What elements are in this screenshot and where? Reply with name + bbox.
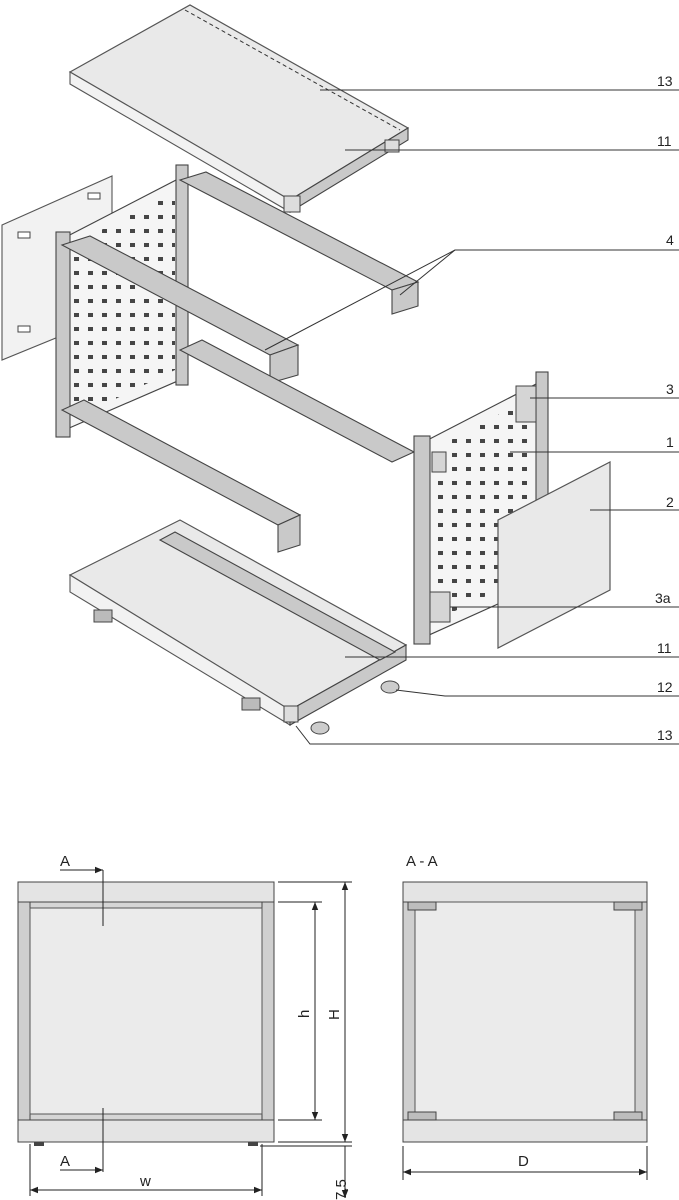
foot-left — [310, 721, 330, 735]
callout-side-frame-1: 1 — [666, 434, 674, 450]
callout-bottom-shelf-11: 11 — [657, 640, 672, 656]
section-marker-top: A — [60, 853, 70, 870]
section-view: A - A D — [402, 853, 648, 1180]
dim-foot-label: 7,5 — [333, 1179, 350, 1200]
dim-H-label: H — [326, 1009, 343, 1020]
right-cover-panel — [497, 461, 611, 649]
rails — [60, 171, 420, 553]
dim-D-label: D — [518, 1153, 529, 1170]
callout-bracket-3a: 3a — [655, 590, 671, 606]
foot-right — [380, 680, 400, 694]
callout-bracket-3: 3 — [666, 381, 674, 397]
callout-bottom-shelf-13: 13 — [657, 727, 673, 743]
front-view: A A h H 7,5 w — [17, 853, 352, 1200]
dim-w-label: w — [139, 1173, 151, 1190]
dim-h-label: h — [296, 1010, 313, 1018]
callout-rails-4: 4 — [666, 232, 674, 248]
callout-top-shelf-13: 13 — [657, 73, 673, 89]
top-shelf — [68, 4, 410, 213]
section-marker-bottom: A — [60, 1153, 70, 1170]
callout-top-shelf-11: 11 — [657, 133, 672, 149]
callout-side-panel-2: 2 — [666, 494, 674, 510]
bracket-bottom — [429, 591, 451, 623]
bottom-shelf — [68, 519, 408, 726]
exploded-view: 13 11 4 3 1 2 3a 11 12 13 — [1, 4, 679, 745]
leader-lines — [264, 89, 679, 745]
bracket-top — [515, 385, 537, 423]
section-title: A - A — [406, 853, 438, 870]
callout-foot-12: 12 — [657, 679, 673, 695]
